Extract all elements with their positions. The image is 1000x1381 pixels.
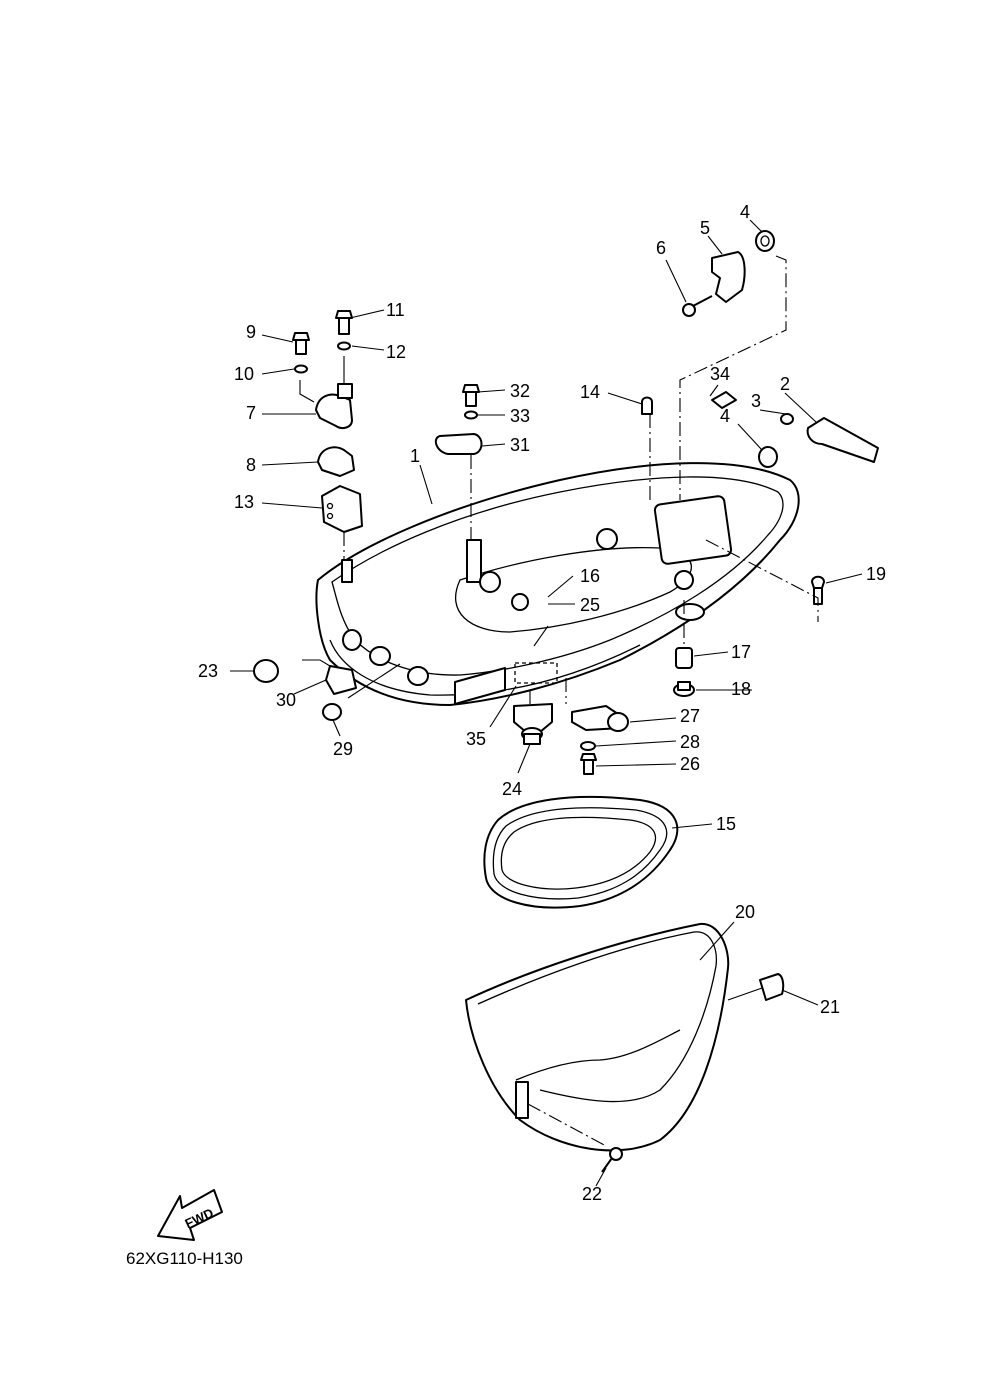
callout-1: 1 [410,446,420,466]
callout-4-top: 4 [740,202,750,222]
assembly-lines [343,255,819,1147]
callout-7: 7 [246,403,256,423]
callout-21: 21 [820,997,840,1017]
callout-34: 34 [710,364,730,384]
callout-14: 14 [580,382,600,402]
callout-33: 33 [510,406,530,426]
callout-10: 10 [234,364,254,384]
callout-9: 9 [246,322,256,342]
lower-cover [465,922,785,1173]
callout-4-middle: 4 [720,406,730,426]
callout-16: 16 [580,566,600,586]
upper-center-parts [434,384,653,455]
callout-2: 2 [780,374,790,394]
callout-23: 23 [198,661,218,681]
callout-11: 11 [386,300,405,320]
callout-6: 6 [656,238,666,258]
fwd-arrow: FWD [157,1189,223,1241]
callout-22: 22 [582,1184,602,1204]
callout-5: 5 [700,218,710,238]
callout-20: 20 [735,902,755,922]
callout-numbers: 1 2 3 4 4 5 6 7 8 9 10 11 12 13 14 15 16… [198,202,886,1204]
callout-15: 15 [716,814,736,834]
callout-12: 12 [386,342,406,362]
callout-13: 13 [234,492,254,512]
callout-8: 8 [246,455,256,475]
leader-lines [230,219,863,1187]
callout-32: 32 [510,381,530,401]
callout-17: 17 [731,642,751,662]
callout-28: 28 [680,732,700,752]
callout-31: 31 [510,435,530,455]
callout-29: 29 [333,739,353,759]
upper-right-parts [682,230,879,605]
callout-25: 25 [580,595,600,615]
right-middle-parts [571,647,695,775]
upper-left-parts [292,310,363,583]
callout-35: 35 [466,729,486,749]
callout-18: 18 [731,679,751,699]
callout-27: 27 [680,706,700,726]
callout-3: 3 [751,391,761,411]
callout-19: 19 [866,564,886,584]
callout-26: 26 [680,754,700,774]
callout-30: 30 [276,690,296,710]
bottom-cowling [315,462,800,706]
left-lower-parts [253,659,553,745]
callout-24: 24 [502,779,522,799]
diagram-code: 62XG110-H130 [126,1249,243,1268]
seal-gasket [483,795,679,909]
